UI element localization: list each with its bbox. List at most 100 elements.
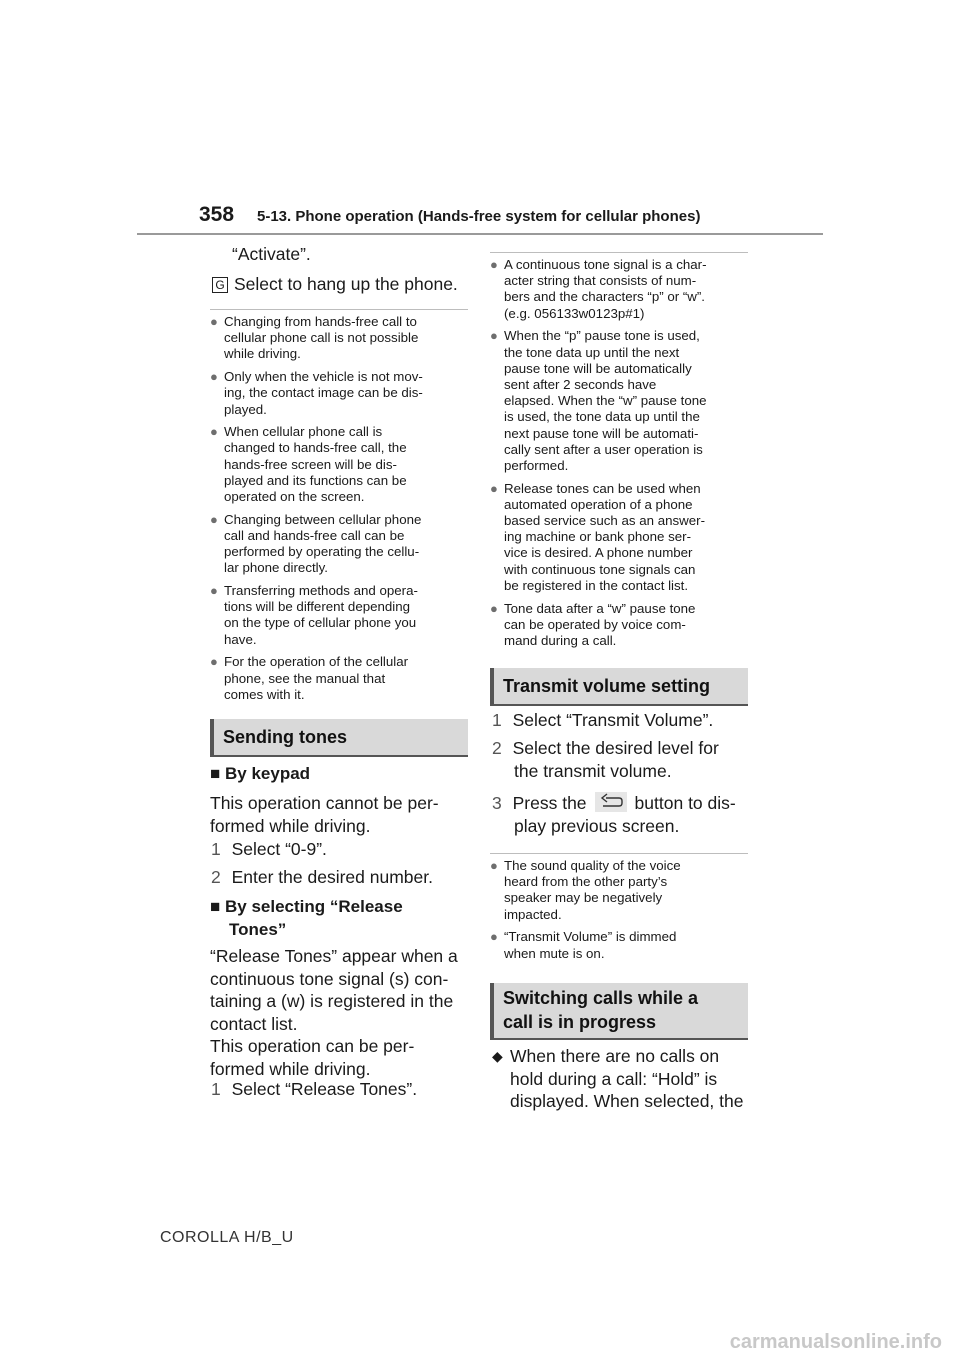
keypad-text-line: This operation cannot be per- [210,793,439,813]
note-rule [490,252,748,253]
step-text: button to dis- [634,793,736,813]
header-rule [137,233,823,235]
bullet-dot-icon: ● [210,314,218,329]
heading-underline [490,1038,748,1040]
release-heading-line: By selecting “Release [225,897,403,916]
note-line: tions will be different depending [224,599,411,615]
keypad-text-line: formed while driving. [210,815,371,836]
footer-model: COROLLA H/B_U [160,1229,294,1246]
bullet-dot-icon: ● [490,480,498,496]
note-line: (e.g. 056133w0123p#1) [504,305,645,321]
note-line: speaker may be negatively [504,890,663,906]
sending-tones-heading-text: Sending tones [223,727,348,747]
transmit-heading: Transmit volume setting [490,668,748,704]
note-line: heard from the other party’s [504,874,668,890]
bullet-dot-icon: ● [210,369,218,385]
step-number: 1 [211,839,221,859]
note-line: The sound quality of the voice [504,858,681,873]
step-text: Select “Release Tones”. [231,1079,418,1099]
step-number: 3 [492,793,502,813]
note-line: while driving. [224,346,301,362]
text-line: continuous tone signal (s) con- [210,968,449,989]
heading-underline [210,755,468,757]
g-label: G [212,277,228,293]
note-line: on the type of cellular phone you [224,615,417,631]
bullet-dot-icon: ● [490,328,498,344]
note-line: performed. [504,457,569,473]
keypad-text: This operation cannot be per- formed whi… [210,792,439,837]
note-text: Transferring methods and opera-tions wil… [224,583,418,648]
note-line: based service such as an answer- [504,513,706,528]
note-line: comes with it. [224,686,305,702]
step-number: 2 [211,867,221,887]
note-line: is used, the tone data up until the [504,409,700,425]
note-line: played. [224,401,267,417]
note-line: elapsed. When the “w” pause tone [504,393,707,409]
note-line: Changing from hands-free call to [224,314,417,329]
note-line: Release tones can be used when [504,480,701,496]
heading-underline [490,704,748,706]
note-line: sent after 2 seconds have [504,376,657,392]
step-text: Select “0-9”. [231,839,327,859]
note-line: Only when the vehicle is not mov- [224,369,423,385]
note-text: When the “p” pause tone is used,the tone… [504,328,707,474]
release-heading: ■ By selecting “Release Tones” [210,895,403,941]
text-line: When there are no calls on [510,1046,720,1066]
note-line: played and its functions can be [224,472,407,488]
note-line: have. [224,631,257,647]
step-number: 2 [492,738,502,758]
note-line: with continuous tone signals can [504,561,696,577]
step-text: Enter the desired number. [231,867,433,887]
note-line: Tone data after a “w” pause tone [504,600,696,616]
note-line: vice is desired. A phone number [504,545,693,561]
note-item: ● When the “p” pause tone is used,the ton… [490,328,707,474]
note-line: When cellular phone call is [224,424,383,440]
square-bullet-icon: ■ [210,764,221,783]
step-text: Select the desired level for [512,738,719,758]
step-text: Select “Transmit Volume”. [512,710,714,730]
switch-heading-line: call is in progress [503,1012,657,1032]
bullet-dot-icon: ● [210,424,218,440]
bullet-dot-icon: ● [210,511,218,527]
step-number: 1 [492,710,502,730]
note-line: ing machine or bank phone ser- [504,529,692,545]
note-line: operated on the screen. [224,489,365,504]
step-text: the transmit volume. [514,760,672,781]
switch-heading: Switching calls while a call is in progr… [490,983,748,1038]
note-item: ●Only when the vehicle is not mov-ing, t… [210,369,423,418]
text-line: “Release Tones” appear when a [210,946,458,966]
text-line: contact list. [210,1013,298,1034]
bullet-dot-icon: ● [490,257,498,272]
step-number: 1 [211,1079,221,1099]
note-line: Transferring methods and opera- [224,583,418,598]
note-line: next pause tone will be automati- [504,425,699,441]
note-line: automated operation of a phone [504,496,693,512]
bullet-dot-icon: ● [490,929,498,945]
bullet-dot-icon: ● [210,654,218,670]
note-line: bers and the characters “p” or “w”. [504,289,706,305]
step-2: 2 Enter the desired number. [211,866,433,889]
note-text: A continuous tone signal is a char-acter… [504,257,707,322]
step-text: Press the [512,793,587,813]
sending-tones-heading: Sending tones [210,719,468,755]
note-line: call and hands-free call can be [224,527,405,543]
watermark: carmanualsonline.info [729,1331,942,1353]
note-item: ●Transferring methods and opera-tions wi… [210,583,418,648]
keypad-heading: ■ By keypad [210,764,310,784]
step-1: 1 Select “0-9”. [211,838,327,861]
